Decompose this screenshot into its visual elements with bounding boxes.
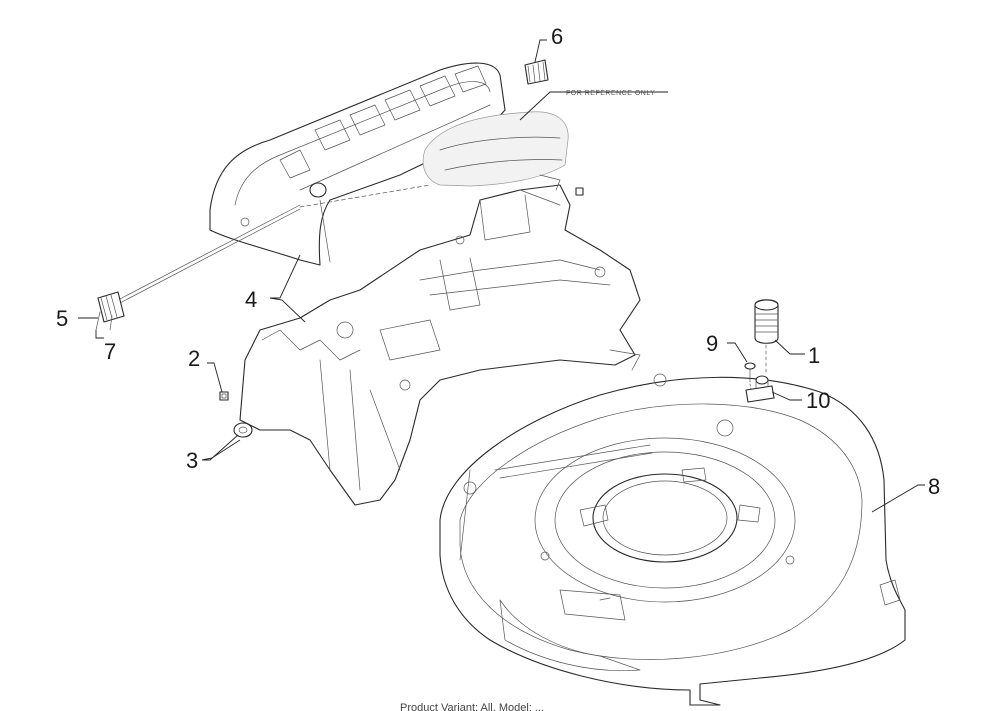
part-6-spring: [524, 59, 549, 85]
part-5-rod: [117, 184, 431, 305]
small-clip: [575, 187, 584, 196]
callout-9: 9: [706, 331, 718, 356]
part-4-frame: [237, 184, 641, 506]
leader-lines: [78, 39, 925, 513]
part-3-bushing: [233, 422, 253, 438]
callout-10: 10: [806, 388, 830, 413]
callout-2: 2: [188, 346, 200, 371]
part-8-deck: [439, 373, 906, 706]
part-1-knob: [754, 299, 779, 376]
part-5-spring-assembly: [95, 291, 125, 331]
callout-labels: 1 2 3 4 5 6 7 8 9 10: [56, 24, 940, 499]
callout-8: 8: [928, 474, 940, 499]
callout-4: 4: [245, 287, 257, 312]
callout-1: 1: [808, 343, 820, 368]
part-2-clip: [219, 391, 229, 401]
callout-5: 5: [56, 306, 68, 331]
reference-only-part: [422, 111, 569, 191]
reference-note: FOR REFERENCE ONLY: [566, 90, 655, 97]
grass-bag-cover: [209, 62, 506, 266]
callout-3: 3: [186, 448, 198, 473]
part-10-adjuster: [745, 375, 775, 403]
part-9-screw: [744, 362, 756, 396]
callout-6: 6: [551, 24, 563, 49]
figure-caption: Product Variant: All, Model: ...: [400, 702, 544, 711]
callout-7: 7: [104, 339, 116, 364]
